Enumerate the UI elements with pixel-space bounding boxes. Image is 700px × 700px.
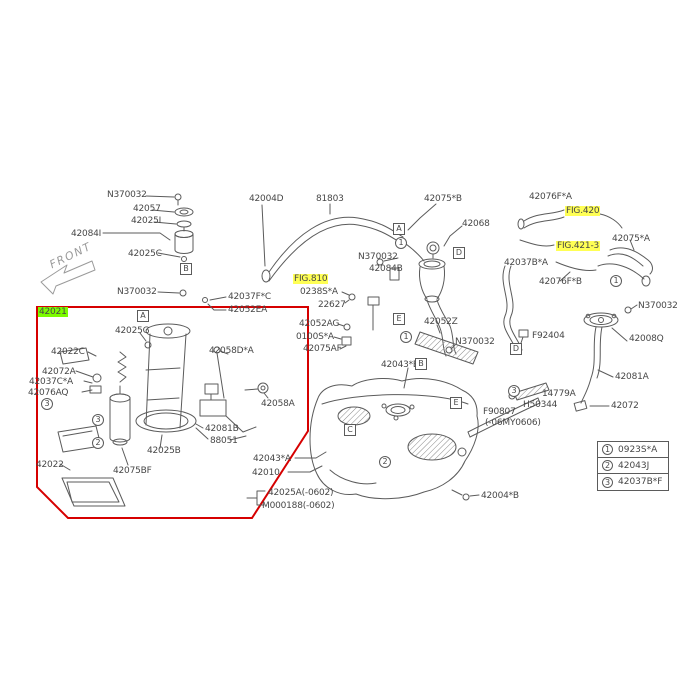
callout-number-circle: 1: [400, 331, 412, 343]
legend-part-number: 42043J: [618, 460, 650, 471]
part-label: 42058A: [261, 399, 295, 409]
part-label: 22627: [318, 300, 346, 310]
legend-number-circle: 3: [602, 476, 613, 488]
part-label: 42075*B: [424, 194, 462, 204]
part-label: 42075*A: [612, 234, 650, 244]
part-label: 42037B*A: [504, 258, 548, 268]
part-label: F92404: [532, 331, 565, 341]
part-label: 42081B: [205, 424, 239, 434]
connector-letter-box: E: [393, 313, 405, 325]
part-label: M000188(-0602): [262, 501, 335, 511]
part-label: 42084I: [71, 229, 102, 239]
callout-number-circle: 3: [41, 398, 53, 410]
part-label: 42075AF: [303, 344, 342, 354]
legend-number-circle: 1: [602, 444, 613, 455]
part-label: 42076F*B: [539, 277, 582, 287]
part-label: 0100S*A: [296, 332, 334, 342]
part-label: 42037C*A: [29, 377, 73, 387]
connector-letter-box: B: [180, 263, 192, 275]
part-label: 88051: [210, 436, 238, 446]
part-label: 42025I: [131, 216, 162, 226]
part-label[interactable]: FIG.421-3: [556, 241, 601, 251]
callout-number-circle: 3: [508, 385, 520, 397]
part-label: 42072A: [42, 367, 76, 377]
legend-row: 2 42043J: [598, 458, 669, 474]
part-label: 42022C: [51, 347, 85, 357]
legend-row: 1 0923S*A: [598, 442, 669, 458]
part-label[interactable]: FIG.420: [565, 206, 601, 216]
part-label: 42075BF: [113, 466, 152, 476]
part-label: 42025A(-0602): [268, 488, 334, 498]
part-label: 42025G: [115, 326, 150, 336]
part-label: N370032: [358, 252, 398, 262]
part-label[interactable]: FIG.810: [293, 274, 329, 284]
part-label: 42022: [36, 460, 64, 470]
part-label: N370032: [117, 287, 157, 297]
selected-region-outline: [36, 306, 309, 519]
callout-number-circle: 2: [92, 437, 104, 449]
part-label: 42076AQ: [28, 388, 69, 398]
front-arrow-icon: [40, 260, 96, 295]
part-label: 42052Z: [424, 317, 458, 327]
part-label: 42057: [133, 204, 161, 214]
connector-letter-box: A: [137, 310, 149, 322]
part-label: 42068: [462, 219, 490, 229]
part-label: 14779A: [542, 389, 576, 399]
part-label: (-06MY0606): [485, 418, 541, 428]
part-label: 81803: [316, 194, 344, 204]
part-label: 42081A: [615, 372, 649, 382]
legend-row: 3 42037B*F: [598, 474, 668, 490]
part-label: 42043*A: [253, 454, 291, 464]
part-label: 0238S*A: [300, 287, 338, 297]
part-label: 42052AG: [299, 319, 340, 329]
part-label: 42008Q: [629, 334, 664, 344]
part-label: 42025B: [147, 446, 181, 456]
connector-letter-box: B: [415, 358, 427, 370]
part-label: 42076F*A: [529, 192, 572, 202]
legend-rows: 1 0923S*A 2 42043J 3 42037B*F: [598, 442, 669, 490]
connector-letter-box: D: [510, 343, 522, 355]
part-label: 42004D: [249, 194, 284, 204]
connector-letter-box: E: [450, 397, 462, 409]
part-label: 42043*B: [381, 360, 419, 370]
part-label: N370032: [107, 190, 147, 200]
part-label: N370032: [638, 301, 678, 311]
part-label: N370032: [455, 337, 495, 347]
part-label[interactable]: 42021: [38, 307, 68, 317]
part-label: F90807: [483, 407, 516, 417]
legend-part-number: 42037B*F: [618, 477, 663, 487]
part-label: 42037F*C: [228, 292, 271, 302]
part-label: 42058D*A: [209, 346, 254, 356]
callout-number-circle: 1: [610, 275, 622, 287]
callout-number-circle: 3: [92, 414, 104, 426]
callout-number-circle: 1: [395, 237, 407, 249]
callout-number-circle: 2: [379, 456, 391, 468]
connector-letter-box: A: [393, 223, 405, 235]
legend-table: 1 0923S*A 2 42043J 3 42037B*F: [597, 441, 670, 491]
part-label: 42025C: [128, 249, 162, 259]
part-label: 42084B: [369, 264, 403, 274]
part-label: 42072: [611, 401, 639, 411]
part-label: H50344: [523, 400, 558, 410]
legend-number-circle: 2: [602, 460, 613, 471]
legend-part-number: 0923S*A: [618, 444, 658, 455]
connector-letter-box: D: [453, 247, 465, 259]
part-label: 42010: [252, 468, 280, 478]
connector-letter-box: C: [344, 424, 356, 436]
part-label: 42052EA: [228, 305, 268, 315]
part-label: 42004*B: [481, 491, 519, 501]
